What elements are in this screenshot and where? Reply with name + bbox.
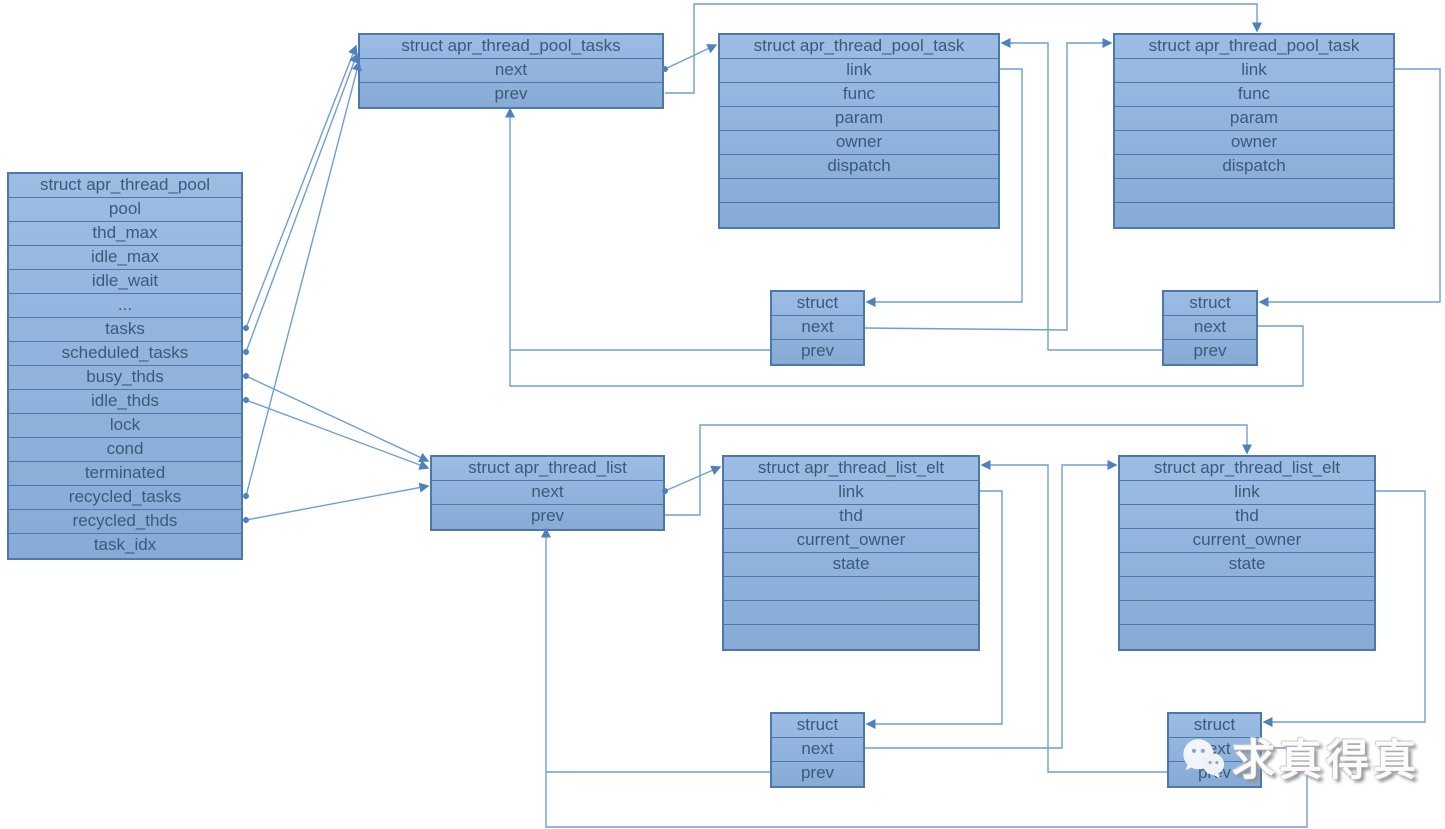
struct-row-next: next <box>360 59 662 83</box>
struct-header: struct apr_thread_list_elt <box>1120 457 1374 481</box>
struct-row-dispatch: dispatch <box>1115 155 1393 179</box>
struct-row-empty <box>720 203 998 227</box>
struct-row-next: next <box>772 316 863 340</box>
watermark-text: 求真得真 <box>1232 737 1420 785</box>
struct-row-empty <box>1120 577 1374 601</box>
struct-row-prev: prev <box>530 506 565 525</box>
struct-row-func: func <box>1115 83 1393 107</box>
connector-pool-recycled-thds-to-thread-list <box>243 482 430 523</box>
struct-row-tasks: tasks <box>9 318 241 342</box>
struct-row-state: state <box>1120 553 1374 577</box>
struct-row-prev: prev <box>1193 341 1227 360</box>
struct-row-next: next <box>1164 316 1256 340</box>
struct-row-recycled-tasks: recycled_tasks <box>9 486 241 510</box>
connector-list-next-to-elt1 <box>662 465 722 494</box>
struct-row-prev: prev <box>800 341 835 360</box>
struct-row-recycled-thds: recycled_thds <box>9 510 241 534</box>
struct-row-empty <box>1120 625 1374 649</box>
struct-header: struct <box>772 714 863 738</box>
struct-row-empty <box>1115 203 1393 227</box>
connector-tasks-next-to-task1 <box>662 44 718 72</box>
struct-row-idle-thds: idle_thds <box>9 390 241 414</box>
struct-row-current-owner: current_owner <box>724 529 978 553</box>
struct-row-empty <box>724 625 978 649</box>
struct-row-empty <box>720 179 998 203</box>
struct-header: struct apr_thread_pool <box>9 174 241 198</box>
struct-row-link: link <box>1120 481 1374 505</box>
struct-header: struct <box>1164 292 1256 316</box>
struct-header: struct apr_thread_list_elt <box>724 457 978 481</box>
struct-header: struct <box>772 292 863 316</box>
struct-row--: ... <box>9 294 241 318</box>
struct-row-lock: lock <box>9 414 241 438</box>
struct-row-empty <box>724 577 978 601</box>
struct-header: struct apr_thread_pool_task <box>720 35 998 59</box>
struct-header: struct apr_thread_pool_task <box>1115 35 1393 59</box>
struct-row-thd: thd <box>1120 505 1374 529</box>
struct-row-owner: owner <box>1115 131 1393 155</box>
struct-row-func: func <box>720 83 998 107</box>
struct-row-link: link <box>1115 59 1393 83</box>
struct-row-terminated: terminated <box>9 462 241 486</box>
struct-row-owner: owner <box>720 131 998 155</box>
connector-pool-scheduled-tasks-to-tasks-list <box>243 52 359 355</box>
struct-row-dispatch: dispatch <box>720 155 998 179</box>
watermark: 求真得真 <box>1180 712 1420 802</box>
struct-row-cond: cond <box>9 438 241 462</box>
struct-row-empty <box>1115 179 1393 203</box>
struct-row-idle-max: idle_max <box>9 246 241 270</box>
struct-row-empty <box>724 601 978 625</box>
struct-row-pool: pool <box>9 198 241 222</box>
struct-row-param: param <box>720 107 998 131</box>
struct-row-thd-max: thd_max <box>9 222 241 246</box>
struct-row-current-owner: current_owner <box>1120 529 1374 553</box>
struct-row-next: next <box>432 481 663 505</box>
connector-pool-idle-thds-to-thread-list <box>243 397 430 470</box>
struct-header: struct apr_thread_pool_tasks <box>360 35 662 59</box>
struct-row-state: state <box>724 553 978 577</box>
struct-row-task-idx: task_idx <box>93 535 157 554</box>
struct-row-idle-wait: idle_wait <box>9 270 241 294</box>
connector-pool-busy-thds-to-thread-list <box>243 373 430 462</box>
wechat-icon <box>1183 739 1225 779</box>
struct-row-scheduled-tasks: scheduled_tasks <box>9 342 241 366</box>
struct-row-empty <box>1120 601 1374 625</box>
struct-row-link: link <box>724 481 978 505</box>
struct-header: struct apr_thread_list <box>432 457 663 481</box>
struct-row-param: param <box>1115 107 1393 131</box>
struct-row-prev: prev <box>494 84 528 103</box>
connector-pool-tasks-to-tasks-list <box>243 44 358 331</box>
struct-row-busy-thds: busy_thds <box>9 366 241 390</box>
struct-row-next: next <box>772 738 863 762</box>
struct-row-link: link <box>720 59 998 83</box>
struct-row-prev: prev <box>800 763 835 782</box>
struct-row-thd: thd <box>724 505 978 529</box>
connector-pool-recycled-tasks-to-tasks-list <box>243 60 362 499</box>
